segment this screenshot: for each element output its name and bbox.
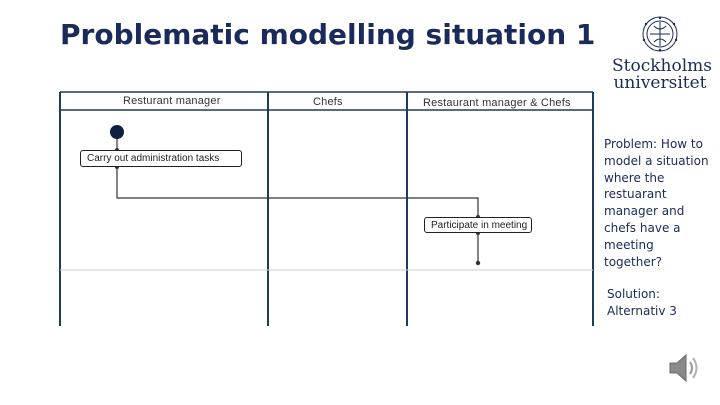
problem-line: Problem: How to (604, 137, 703, 151)
activity-carry-out-administration-tasks: Carry out administration tasks (80, 150, 242, 167)
solution-line: Alternativ 3 (607, 303, 677, 318)
start-node (110, 125, 124, 139)
problem-line: together? (604, 254, 663, 269)
lane-header-restaurant-manager: Resturant manager (123, 95, 221, 107)
problem-line: where the (604, 170, 665, 185)
speaker-button[interactable] (664, 348, 704, 392)
university-crest-icon (642, 16, 678, 52)
solution-line: Solution: (607, 287, 660, 301)
lane-header-chefs: Chefs (313, 96, 343, 108)
problem-line: meeting (604, 237, 654, 252)
lane-header-manager-and-chefs: Restaurant manager & Chefs (423, 97, 571, 109)
page-title: Problematic modelling situation 1 (60, 18, 596, 51)
flow-end-dot (475, 260, 481, 266)
flow-admin-to-meeting (116, 167, 479, 217)
problem-text: Problem: How to model a situation where … (604, 136, 709, 270)
problem-line: manager and (604, 204, 685, 219)
activity-participate-in-meeting: Participate in meeting (424, 217, 532, 233)
problem-line: model a situation (604, 153, 709, 168)
problem-line: restuarant (604, 187, 667, 202)
logo-text-stockholms: Stockholms (612, 56, 712, 76)
problem-line: chefs have a (604, 220, 681, 235)
solution-text: Solution: Alternativ 3 (607, 286, 677, 320)
university-logo: Stockholms universitet (612, 14, 712, 96)
logo-text-universitet: universitet (613, 73, 707, 93)
speaker-icon (669, 353, 698, 383)
